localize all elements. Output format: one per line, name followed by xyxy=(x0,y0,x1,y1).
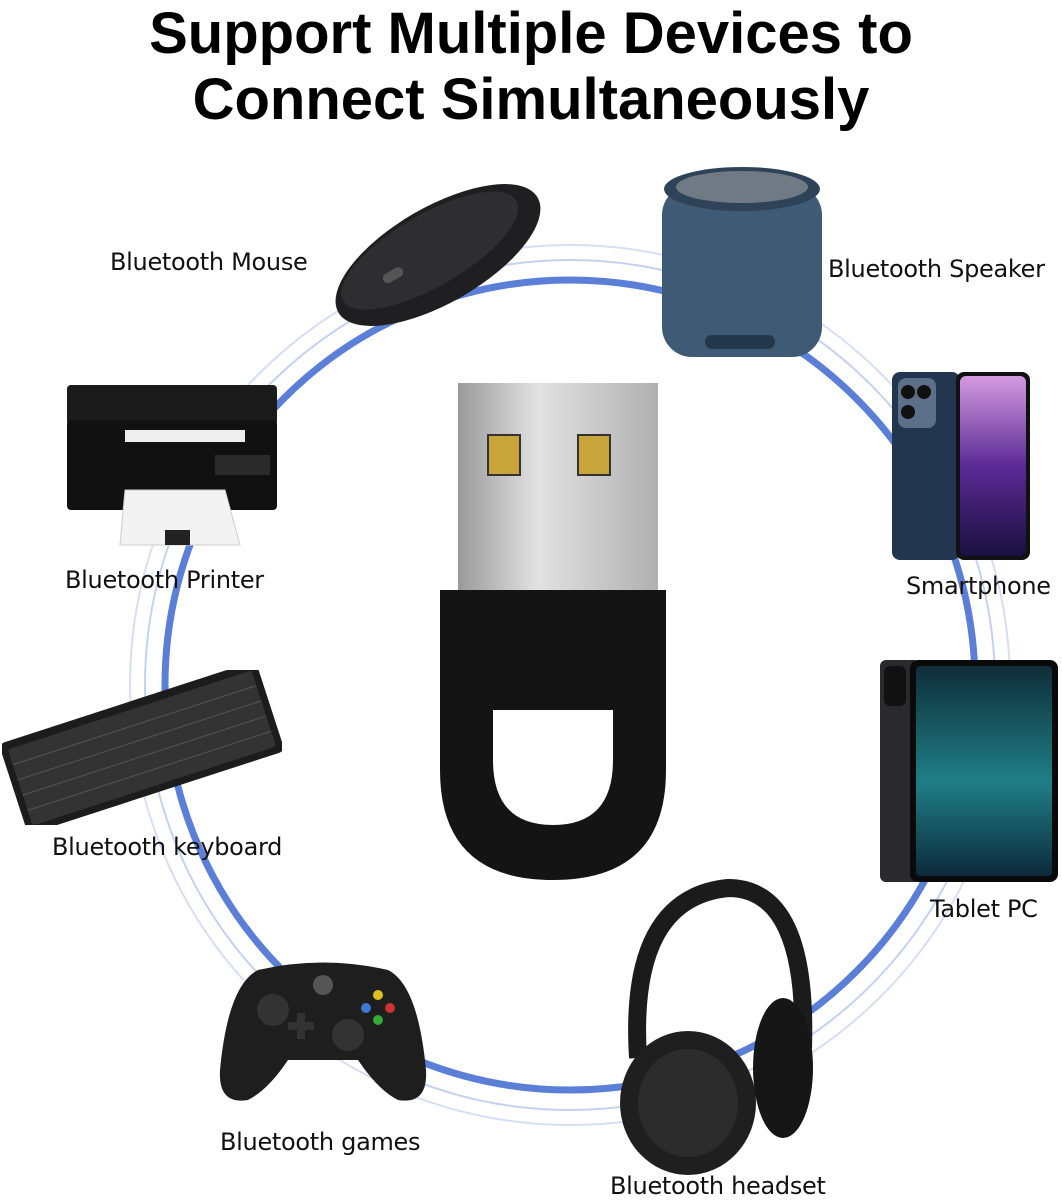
keyboard-icon xyxy=(2,670,282,825)
speaker-icon xyxy=(662,167,822,357)
device-label-keyboard: Bluetooth keyboard xyxy=(52,833,283,861)
tablet-icon xyxy=(880,660,1058,882)
gamepad-icon xyxy=(219,962,427,1101)
usb-bluetooth-dongle-icon xyxy=(440,383,666,880)
mouse-icon xyxy=(335,184,541,326)
device-label-speaker: Bluetooth Speaker xyxy=(828,255,1045,283)
device-label-games: Bluetooth games xyxy=(220,1128,421,1156)
device-label-printer: Bluetooth Printer xyxy=(65,566,264,594)
headline-line-1: Support Multiple Devices to xyxy=(149,1,913,66)
printer-icon xyxy=(67,385,277,546)
device-label-smartphone: Smartphone xyxy=(906,572,1051,600)
device-label-mouse: Bluetooth Mouse xyxy=(110,248,308,276)
headline-line-2: Connect Simultaneously xyxy=(192,67,870,132)
smartphone-icon xyxy=(892,372,1030,560)
device-label-headset: Bluetooth headset xyxy=(610,1172,826,1200)
device-label-tablet: Tablet PC xyxy=(930,895,1038,923)
headphones-icon xyxy=(620,878,813,1175)
